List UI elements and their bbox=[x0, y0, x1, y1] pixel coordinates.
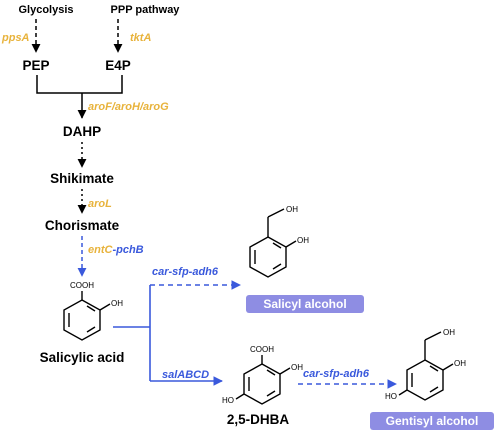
glycolysis-label: Glycolysis bbox=[18, 4, 73, 16]
metabolite-shikimate: Shikimate bbox=[50, 171, 114, 186]
gentisyl-alcohol-structure bbox=[398, 331, 454, 401]
metabolite-chorismate: Chorismate bbox=[45, 218, 120, 233]
enzyme-dash: - bbox=[112, 244, 116, 256]
gentisyl-oh-label: OH bbox=[454, 359, 466, 368]
merge-bracket bbox=[36, 75, 123, 94]
gentisyl-ho-label: HO bbox=[385, 392, 397, 401]
product-gentisyl-alcohol: Gentisyl alcohol bbox=[386, 414, 479, 428]
gentisyl-alcohol-badge bbox=[370, 412, 494, 430]
enzyme-entC-pchB: entC-pchB bbox=[88, 244, 144, 256]
enzyme-pchB: pchB bbox=[115, 244, 144, 256]
gentisyl-ch2oh-label: OH bbox=[443, 328, 455, 337]
metabolite-salicylic-acid: Salicylic acid bbox=[40, 350, 125, 365]
metabolite-dahp: DAHP bbox=[63, 124, 101, 139]
enzyme-tktA: tktA bbox=[130, 32, 151, 44]
enzyme-ppsA: ppsA bbox=[1, 32, 30, 44]
salicylic-oh-label: OH bbox=[111, 299, 123, 308]
ppp-pathway-label: PPP pathway bbox=[111, 4, 181, 16]
enzyme-car-sfp-adh6-lower: car-sfp-adh6 bbox=[303, 368, 370, 380]
metabolite-e4p: E4P bbox=[105, 58, 131, 73]
salicylic-cooh-label: COOH bbox=[70, 281, 94, 290]
dhba-oh-label: OH bbox=[291, 363, 303, 372]
dhba-structure bbox=[235, 355, 291, 405]
salicyl-alcohol-badge bbox=[246, 295, 364, 313]
enzyme-aroFHG: aroF/aroH/aroG bbox=[88, 101, 169, 113]
salicyl-alcohol-oh-label: OH bbox=[297, 236, 309, 245]
metabolite-dhba: 2,5-DHBA bbox=[227, 412, 290, 427]
enzyme-salABCD: salABCD bbox=[162, 369, 209, 381]
enzyme-car-sfp-adh6-upper: car-sfp-adh6 bbox=[152, 266, 219, 278]
dhba-ho-label: HO bbox=[222, 396, 234, 405]
enzyme-entC: entC bbox=[88, 244, 114, 256]
metabolite-pep: PEP bbox=[22, 58, 49, 73]
salicyl-alcohol-ch2oh-label: OH bbox=[286, 205, 298, 214]
dhba-cooh-label: COOH bbox=[250, 345, 274, 354]
enzyme-aroL: aroL bbox=[88, 198, 112, 210]
salicyl-alcohol-structure bbox=[249, 208, 297, 278]
salicylic-acid-structure bbox=[63, 291, 111, 341]
product-salicyl-alcohol: Salicyl alcohol bbox=[263, 297, 346, 311]
